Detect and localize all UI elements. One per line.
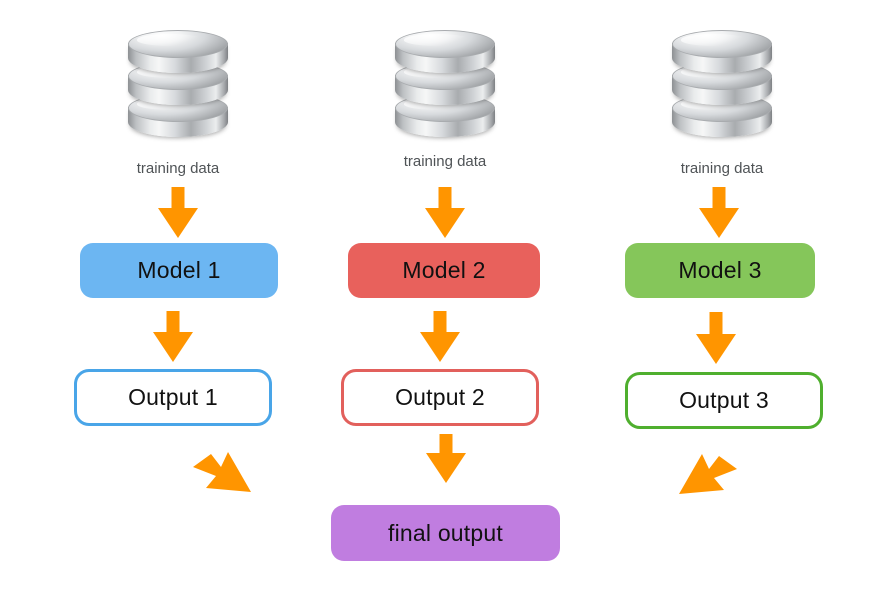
output-box-3[interactable]: Output 3 — [625, 372, 823, 429]
output-label-2: Output 2 — [395, 384, 485, 410]
model-box-3[interactable]: Model 3 — [625, 243, 815, 298]
training-data-label-1: training data — [136, 160, 220, 177]
output-box-1[interactable]: Output 1 — [74, 369, 272, 426]
arrow-down-icon-model-to-output-3 — [696, 312, 736, 364]
database-icon — [393, 30, 497, 146]
model-box-2[interactable]: Model 2 — [348, 243, 540, 298]
arrow-diagonal-down-left-icon-output3-to-final — [676, 452, 740, 498]
training-data-label-2: training data — [403, 153, 487, 170]
arrow-down-icon-data-to-model-3 — [699, 187, 739, 238]
output-box-2[interactable]: Output 2 — [341, 369, 539, 426]
database-icon — [126, 30, 230, 146]
arrow-down-icon-data-to-model-1 — [158, 187, 198, 238]
arrow-down-icon-model-to-output-2 — [420, 311, 460, 362]
database-icon — [670, 30, 774, 146]
model-box-1[interactable]: Model 1 — [80, 243, 278, 298]
output-label-1: Output 1 — [128, 384, 218, 410]
final-output-label: final output — [388, 519, 503, 546]
model-label-1: Model 1 — [137, 257, 221, 283]
arrow-down-icon-model-to-output-1 — [153, 311, 193, 362]
model-label-3: Model 3 — [678, 257, 762, 283]
output-label-3: Output 3 — [679, 387, 769, 413]
arrow-diagonal-down-right-icon-output1-to-final — [190, 450, 254, 496]
arrow-down-icon-output2-to-final — [426, 434, 466, 483]
final-output-box[interactable]: final output — [331, 505, 560, 561]
arrow-down-icon-data-to-model-2 — [425, 187, 465, 238]
training-data-label-3: training data — [680, 160, 764, 177]
model-label-2: Model 2 — [402, 257, 486, 283]
